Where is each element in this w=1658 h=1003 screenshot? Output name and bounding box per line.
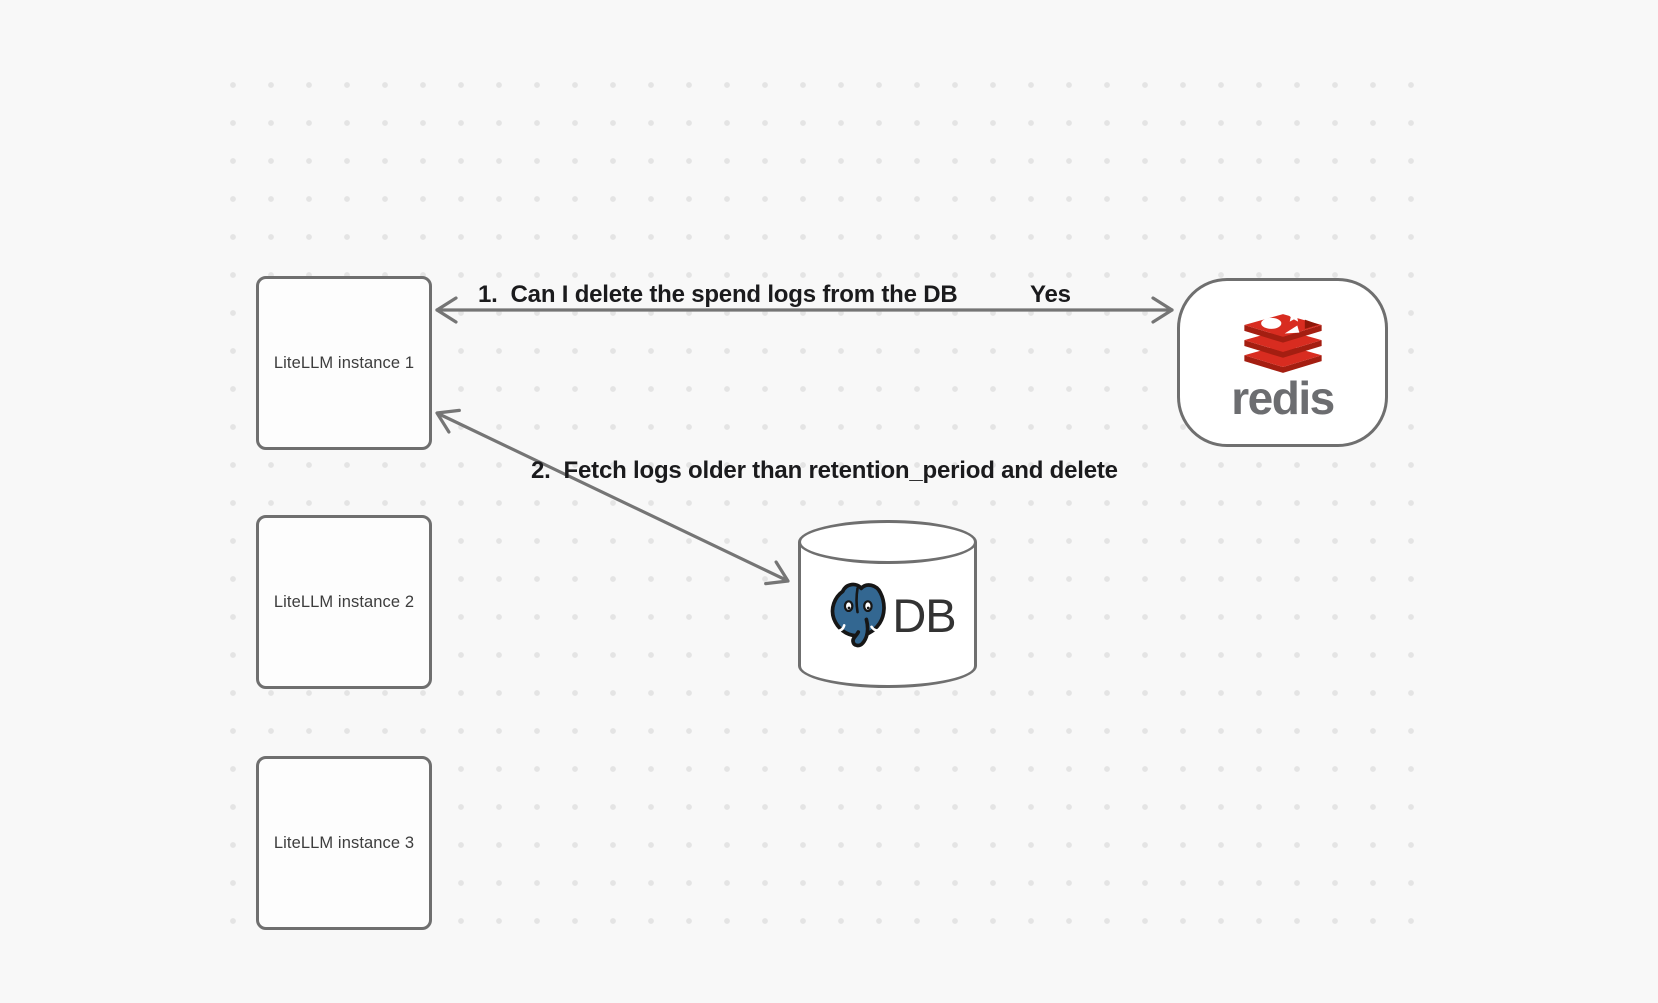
litellm-instance-3-node: LiteLLM instance 3 <box>256 756 432 930</box>
postgres-db-node: DB <box>798 520 977 688</box>
redis-node: redis <box>1177 278 1388 447</box>
edge-1-arrow <box>435 296 1174 324</box>
redis-wordmark: redis <box>1231 372 1335 424</box>
db-cylinder-top <box>798 520 977 564</box>
litellm-instance-3-label: LiteLLM instance 3 <box>273 833 415 852</box>
litellm-instance-1-node: LiteLLM instance 1 <box>256 276 432 450</box>
litellm-instance-1-label: LiteLLM instance 1 <box>273 353 415 372</box>
db-label: DB <box>892 588 956 642</box>
edge-1-label: 1. Can I delete the spend logs from the … <box>478 281 958 308</box>
edge-2-arrow <box>435 408 790 586</box>
postgresql-icon <box>831 582 887 648</box>
litellm-instance-2-node: LiteLLM instance 2 <box>256 515 432 689</box>
edge-1-answer: Yes <box>1030 281 1071 308</box>
redis-logo-icon <box>1243 309 1322 373</box>
litellm-instance-2-label: LiteLLM instance 2 <box>273 592 415 611</box>
edge-2-label: 2. Fetch logs older than retention_perio… <box>531 457 1118 484</box>
